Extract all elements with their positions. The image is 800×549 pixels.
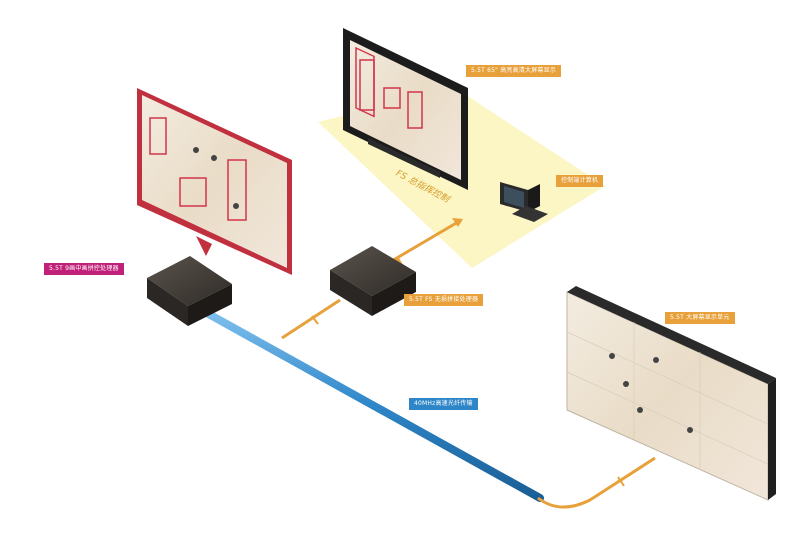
label-pc-terminal: 控制端计算机	[556, 175, 604, 187]
pc-terminal	[500, 182, 548, 222]
left-screen	[137, 88, 292, 275]
controller-middle	[330, 246, 416, 316]
monitor	[343, 28, 468, 190]
cable-arrow-up	[452, 218, 463, 227]
orange-cable-up	[389, 220, 459, 264]
display-wall	[566, 286, 776, 501]
fiber-pipe	[201, 308, 544, 502]
label-monitor-wall: 5.5T 65" 高亮高清大屏幕显示	[466, 65, 562, 77]
label-display-wall: 5.5T 大屏幕显示单元	[665, 312, 735, 324]
controller-left	[147, 256, 232, 326]
orange-cable-branch	[281, 298, 341, 340]
label-fiber: 40MHz高速光纤传输	[409, 398, 478, 410]
label-controller-mid: 5.5T FS 无损拼接处理器	[404, 294, 484, 306]
label-controller-left: 5.5T 9画中画拼控处理器	[44, 263, 124, 275]
orange-cable-wall	[537, 456, 656, 509]
